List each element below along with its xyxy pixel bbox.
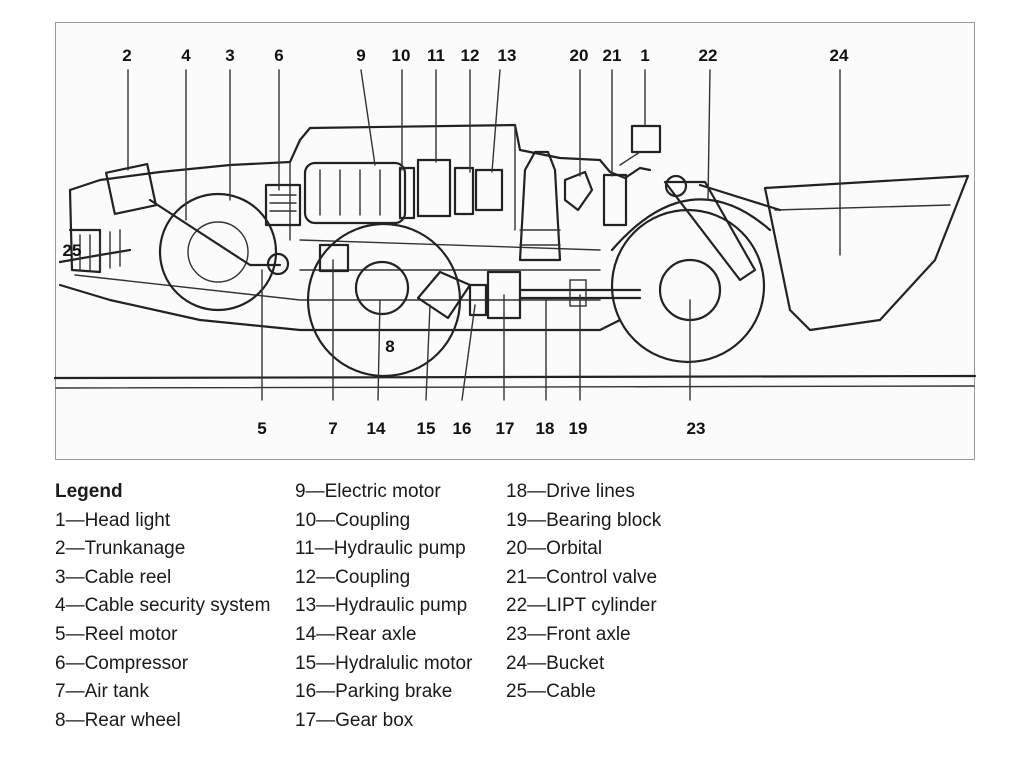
lift-cylinder-pin xyxy=(664,174,688,198)
legend-item: 1—Head light xyxy=(55,509,171,531)
head-light xyxy=(630,124,662,154)
legend-item: 4—Cable security system xyxy=(55,595,271,617)
legend-item: 22—LIPT cylinder xyxy=(506,595,657,617)
rear-bumper xyxy=(68,188,102,274)
bucket-inner xyxy=(774,204,951,211)
legend-item: 20—Orbital xyxy=(506,538,603,560)
hood xyxy=(289,124,516,241)
legend-item: 18—Drive lines xyxy=(506,481,635,502)
callout-11: 11 xyxy=(427,46,445,65)
parking-brake xyxy=(468,283,488,317)
legend-item: 6—Compressor xyxy=(55,652,189,674)
lift-cylinder xyxy=(663,180,757,282)
callout-21: 21 xyxy=(603,46,622,65)
hydraulic-pump-11 xyxy=(416,158,452,218)
legend-item: 23—Front axle xyxy=(506,623,631,645)
legend-item: 24—Bucket xyxy=(506,652,605,674)
callout-2: 2 xyxy=(122,46,131,65)
callout-14: 14 xyxy=(367,419,386,438)
bearing-block xyxy=(569,279,587,307)
cable-security-arm xyxy=(148,198,282,267)
callout-12: 12 xyxy=(461,46,480,65)
mid-frame xyxy=(299,239,601,271)
legend-item: 9—Electric motor xyxy=(295,481,441,502)
legend-item: 10—Coupling xyxy=(295,509,411,531)
callout-13: 13 xyxy=(498,46,517,65)
rear-axle-hub xyxy=(354,260,410,316)
callout-20: 20 xyxy=(570,46,589,65)
hydraulic-pump-13 xyxy=(474,168,504,212)
trunkanage xyxy=(104,162,158,216)
bucket xyxy=(763,174,970,332)
ground-line xyxy=(53,374,977,380)
callout-5: 5 xyxy=(257,419,266,438)
legend-title: Legend xyxy=(55,481,123,502)
legend-item: 19—Bearing block xyxy=(506,509,662,531)
legend-item: 13—Hydraulic pump xyxy=(295,595,468,617)
callout-10: 10 xyxy=(392,46,411,65)
coupling-10 xyxy=(398,166,416,220)
legend-column-1: 1—Head light 2—Trunkanage 3—Cable reel 4… xyxy=(55,478,270,735)
legend-item: 17—Gear box xyxy=(295,709,414,731)
legend-item: 7—Air tank xyxy=(55,681,149,703)
callout-1: 1 xyxy=(640,46,649,65)
chassis-rail xyxy=(74,274,601,301)
legend: Legend 1—Head light 2—Trunkanage 3—Cable… xyxy=(55,478,995,748)
cable-reel-hub xyxy=(187,221,249,283)
legend-item: 3—Cable reel xyxy=(55,566,172,588)
coupling-12 xyxy=(453,166,475,216)
callout-9: 9 xyxy=(356,46,365,65)
legend-item: 16—Parking brake xyxy=(295,681,453,703)
head-light-mount xyxy=(619,151,641,166)
callout-4: 4 xyxy=(181,46,191,65)
leader-lines xyxy=(127,69,841,401)
front-wheel xyxy=(610,208,766,364)
callout-18: 18 xyxy=(536,419,555,438)
chassis-bottom xyxy=(58,283,622,332)
legend-item: 15—Hydralulic motor xyxy=(295,652,473,674)
cable-strands xyxy=(79,229,121,271)
callout-24: 24 xyxy=(830,46,849,65)
orbital xyxy=(563,170,594,212)
callout-25: 25 xyxy=(63,241,82,260)
bucket-arm xyxy=(698,183,782,212)
legend-column-2: 9—Electric motor 10—Coupling 11—Hydrauli… xyxy=(295,478,472,735)
legend-item: 25—Cable xyxy=(506,681,596,703)
compressor-fins xyxy=(269,194,297,212)
control-valve xyxy=(602,173,628,227)
compressor xyxy=(264,183,302,227)
legend-item: 12—Coupling xyxy=(295,566,411,588)
air-tank xyxy=(318,243,350,273)
ground-line-lower xyxy=(55,385,975,389)
legend-item: 2—Trunkanage xyxy=(55,538,186,560)
callout-6: 6 xyxy=(274,46,283,65)
legend-item: 8—Rear wheel xyxy=(55,709,181,731)
callout-15: 15 xyxy=(417,419,436,438)
front-fender xyxy=(610,198,772,252)
callout-3: 3 xyxy=(225,46,234,65)
callout-7: 7 xyxy=(328,419,337,438)
callout-8: 8 xyxy=(385,337,394,356)
electric-motor xyxy=(303,161,407,225)
callout-22: 22 xyxy=(699,46,718,65)
hydraulic-motor xyxy=(416,270,472,320)
cable-reel xyxy=(158,192,278,312)
legend-column-3: 18—Drive lines 19—Bearing block 20—Orbit… xyxy=(506,478,661,707)
callout-23: 23 xyxy=(687,419,706,438)
legend-item: 5—Reel motor xyxy=(55,623,178,645)
callout-19: 19 xyxy=(569,419,588,438)
seat-lines xyxy=(519,229,561,246)
legend-item: 21—Control valve xyxy=(506,566,658,588)
operator-seat xyxy=(518,150,562,262)
legend-item: 11—Hydraulic pump xyxy=(295,538,466,560)
callout-16: 16 xyxy=(453,419,472,438)
reel-motor xyxy=(266,252,290,276)
legend-item: 14—Rear axle xyxy=(295,623,417,645)
electric-motor-ribs xyxy=(319,169,381,216)
callout-17: 17 xyxy=(496,419,515,438)
